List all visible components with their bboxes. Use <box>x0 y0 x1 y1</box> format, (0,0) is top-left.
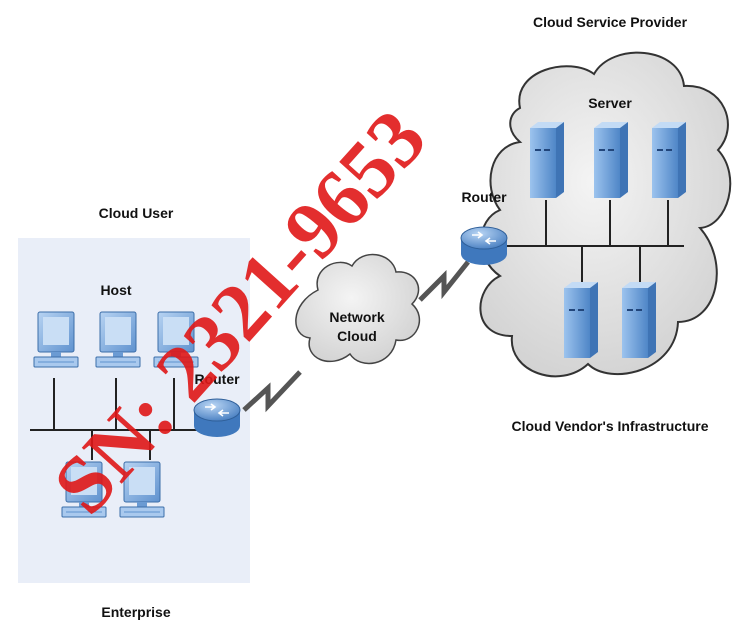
server-icon <box>563 281 599 359</box>
server-bus <box>506 200 684 282</box>
enterprise-lan <box>30 378 200 460</box>
computer-icon <box>33 311 79 368</box>
lightning-link-icon <box>242 370 302 413</box>
network-cloud-label: Network <box>329 309 384 325</box>
host-label: Host <box>100 282 131 298</box>
server-icon <box>621 281 657 359</box>
lightning-link-icon <box>418 260 470 302</box>
cloud-icon <box>295 253 421 365</box>
router-left-label: Router <box>194 371 240 387</box>
enterprise-label: Enterprise <box>101 604 170 620</box>
computer-icon <box>95 311 141 368</box>
cloud-user-label: Cloud User <box>99 205 174 221</box>
network-cloud-label-line2: Cloud <box>337 328 377 344</box>
server-icon <box>651 121 687 199</box>
server-icon <box>529 121 565 199</box>
router-icon <box>460 226 508 266</box>
server-label: Server <box>588 95 632 111</box>
cloud-service-provider-label: Cloud Service Provider <box>533 14 688 30</box>
server-icon <box>593 121 629 199</box>
router-right-label: Router <box>461 189 507 205</box>
cloud-vendor-infrastructure-label: Cloud Vendor's Infrastructure <box>511 418 708 434</box>
